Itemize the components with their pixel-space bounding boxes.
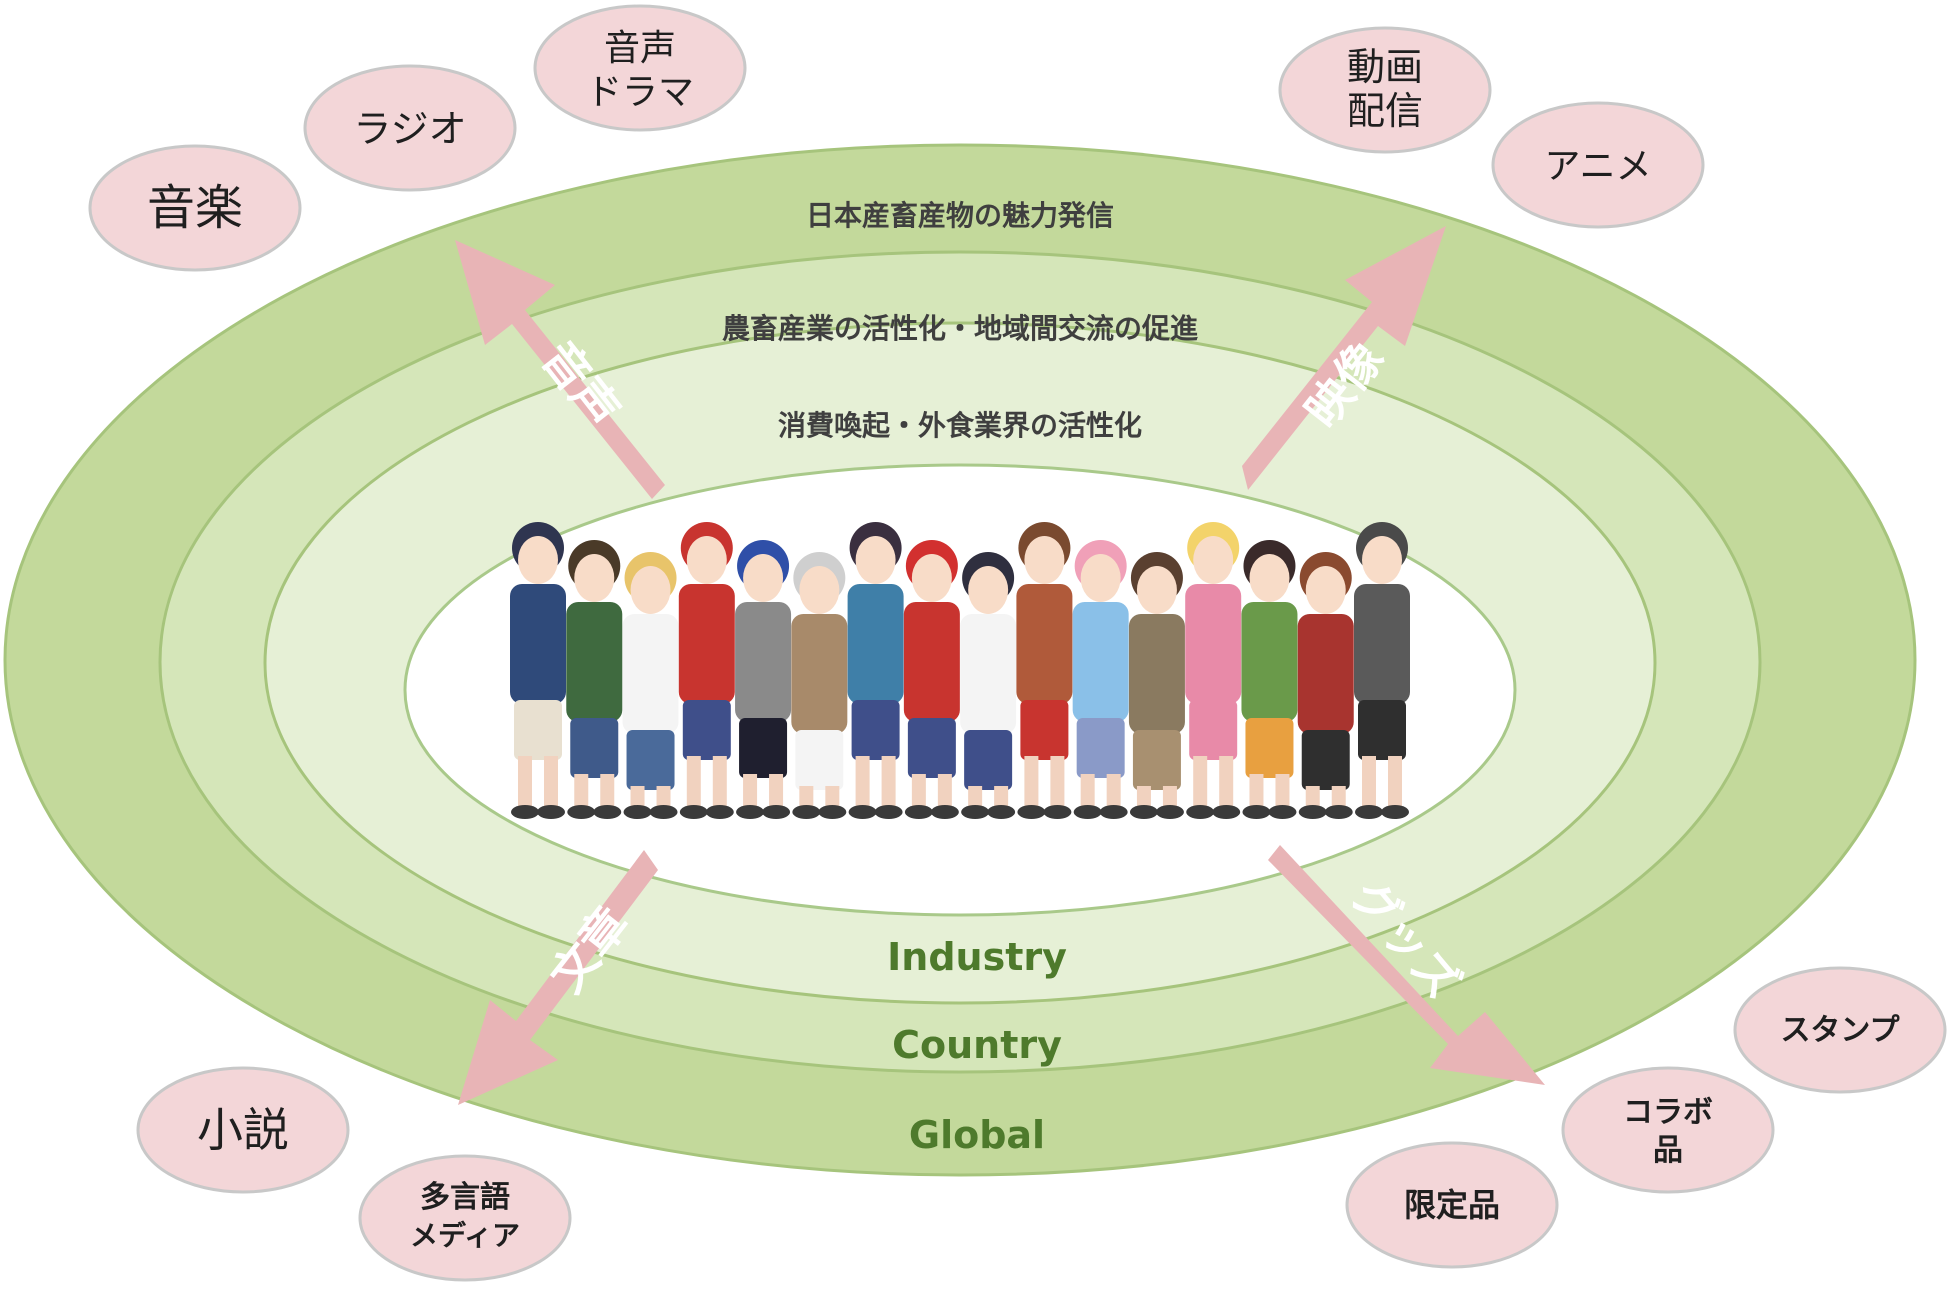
- bubble-stamp: スタンプ: [1733, 966, 1947, 1094]
- character-figure: [1297, 552, 1354, 819]
- character-figure: [1128, 552, 1185, 819]
- character-figure: [1072, 540, 1129, 819]
- arrow-video: [1242, 226, 1446, 490]
- character-figure: [566, 540, 623, 819]
- bubble-novel: 小説: [136, 1066, 350, 1194]
- bubble-collab-goods: コラボ 品: [1561, 1066, 1775, 1194]
- character-figure: [1354, 522, 1410, 819]
- bubble-radio-text: ラジオ: [353, 107, 466, 151]
- character-figure: [791, 552, 848, 819]
- ring-label-country: 農畜産業の活性化・地域間交流の促進: [722, 312, 1198, 345]
- arrow-text: [458, 850, 658, 1105]
- bubble-video-streaming-text-2: 配信: [1347, 89, 1423, 133]
- bubble-novel-text: 小説: [197, 1103, 289, 1157]
- character-figure: [1241, 540, 1298, 819]
- bubble-music-text: 音楽: [147, 180, 243, 236]
- scope-label-industry: Industry: [887, 935, 1067, 979]
- arrow-goods: [1268, 845, 1545, 1085]
- scope-label-global: Global: [909, 1113, 1045, 1157]
- bubble-video-streaming-text-1: 動画: [1347, 45, 1423, 89]
- character-figure: [960, 552, 1017, 819]
- bubble-limited-goods: 限定品: [1345, 1141, 1559, 1269]
- bubble-anime-text: アニメ: [1544, 146, 1651, 187]
- scope-label-country: Country: [892, 1023, 1062, 1067]
- bubble-multilingual-media-text-2: メディア: [410, 1219, 520, 1252]
- bubble-audio-drama: 音声 ドラマ: [533, 4, 747, 132]
- bubble-limited-goods-text: 限定品: [1404, 1186, 1500, 1224]
- character-figure: [1185, 522, 1242, 819]
- character-figure: [735, 540, 792, 819]
- bubble-music: 音楽: [88, 144, 302, 272]
- bubble-audio-drama-text-2: ドラマ: [586, 72, 694, 113]
- bubble-radio: ラジオ: [303, 64, 517, 192]
- character-figure: [622, 552, 679, 819]
- bubble-collab-goods-text-2: 品: [1653, 1133, 1683, 1168]
- bubble-collab-goods-text-1: コラボ: [1623, 1095, 1713, 1130]
- bubble-multilingual-media-text-1: 多言語: [420, 1180, 510, 1215]
- bubble-stamp-text: スタンプ: [1780, 1013, 1900, 1048]
- bubble-video-streaming: 動画 配信: [1278, 26, 1492, 154]
- character-figure: [510, 522, 566, 819]
- bubble-multilingual-media: 多言語 メディア: [358, 1154, 572, 1282]
- bubble-audio-drama-text-1: 音声: [604, 28, 676, 69]
- arrow-audio: [455, 240, 665, 499]
- bubble-anime: アニメ: [1491, 101, 1705, 229]
- ring-label-global: 日本産畜産物の魅力発信: [806, 199, 1114, 232]
- character-figure: [678, 522, 735, 819]
- character-group-illustration: [510, 522, 1410, 819]
- character-figure: [847, 522, 904, 819]
- character-figure: [903, 540, 960, 819]
- center-ellipse: [403, 463, 1517, 917]
- character-figure: [1016, 522, 1073, 819]
- ring-label-industry: 消費喚起・外食業界の活性化: [778, 409, 1142, 442]
